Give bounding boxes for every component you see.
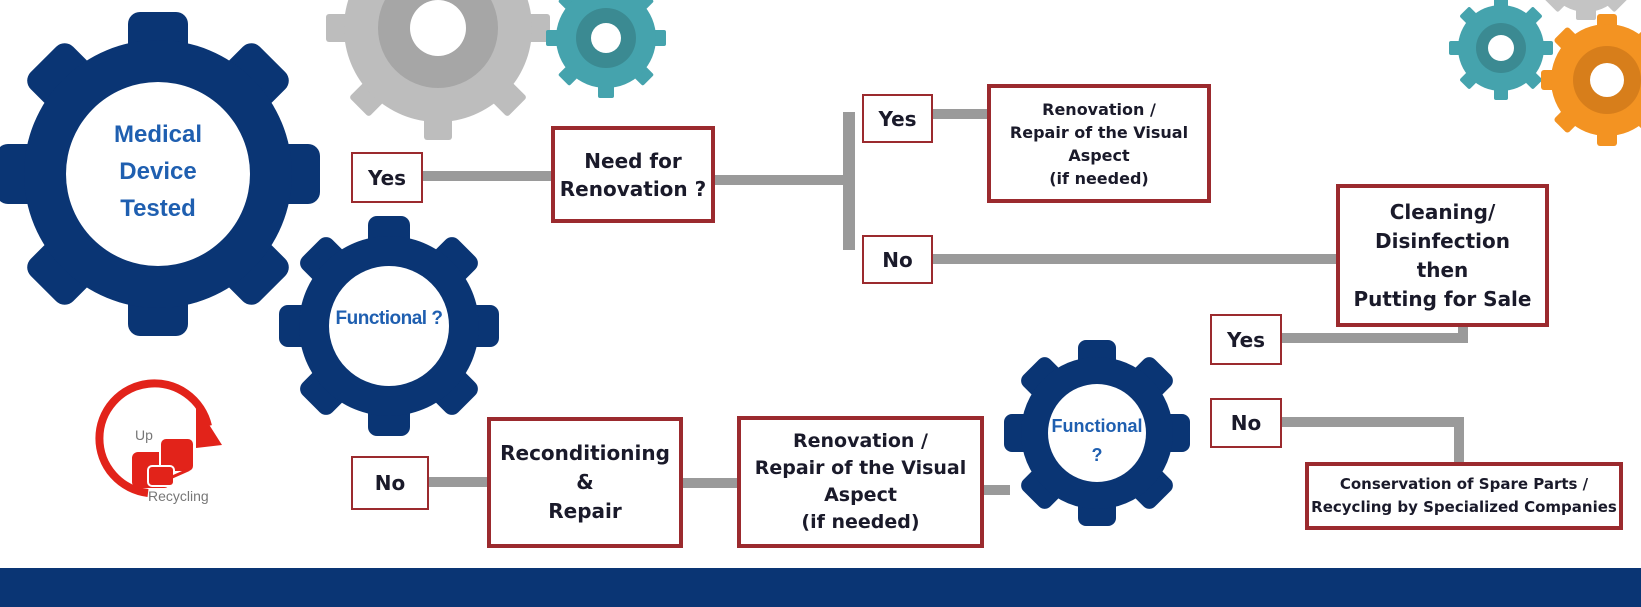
functional-gear-1-label: Functional ? [335,308,443,329]
no-label-2: No [862,235,933,284]
connector-yes3 [1280,333,1468,343]
functional-gear-1-icon [279,216,499,436]
corner-gray-gear-icon [1544,0,1628,20]
yes-label-1: Yes [351,152,423,203]
connector-renov-gear [980,485,1010,495]
connector-yes2-renovation [932,109,988,119]
renovation-top-box: Renovation / Repair of the Visual Aspect… [987,84,1211,203]
teal-gear-icon [546,0,666,98]
connector-need-split [712,175,847,185]
footer-bar [0,568,1641,607]
yes-label-2: Yes [862,94,933,143]
cleaning-box: Cleaning/ Disinfection then Putting for … [1336,184,1549,327]
yes-label-3: Yes [1210,314,1282,365]
logo-word-up: Up [135,427,153,443]
main-gear-label: Medical Device Tested [113,121,203,222]
connector-no1-recond [428,477,488,487]
conservation-box: Conservation of Spare Parts / Recycling … [1305,462,1623,530]
main-gear-icon [0,12,320,336]
connector-recond-renov [680,478,738,488]
connector-no3 [1280,417,1464,427]
corner-teal-gear-icon [1449,0,1553,100]
reconditioning-box: Reconditioning & Repair [487,417,683,548]
connector-no2-cleaning [932,254,1336,264]
corner-orange-gear-icon [1541,14,1641,146]
no-label-1: No [351,456,429,510]
renovation-bottom-box: Renovation / Repair of the Visual Aspect… [737,416,984,548]
no-label-3: No [1210,398,1282,448]
need-renovation-box: Need for Renovation ? [551,126,715,223]
up-recycling-logo-icon [95,379,222,497]
logo-word-recycling: Recycling [148,488,209,504]
connectors [422,109,1468,495]
connector-yes1-need [422,171,552,181]
connector-no3-down [1454,417,1464,463]
functional-gear-2-label: Functional ? [1051,416,1143,465]
functional-gear-2-icon [1004,340,1190,526]
gray-gear-icon [326,0,550,140]
connector-split-vertical [843,112,855,250]
